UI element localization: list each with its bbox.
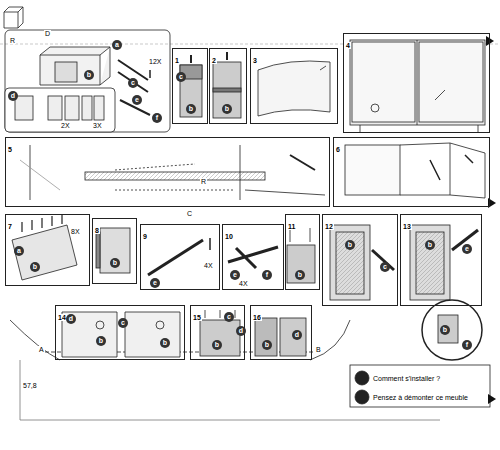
step-number: 3 (252, 57, 258, 64)
callout-letter: b (186, 104, 196, 114)
callout-letter: b (110, 258, 120, 268)
callout-letter: c (224, 312, 234, 322)
step-number: 1 (174, 57, 180, 64)
callout-letter: b (222, 104, 232, 114)
step-number: 5 (7, 146, 13, 153)
label: R (200, 178, 207, 185)
step-panel: 10 (222, 224, 284, 290)
step-panel: 14 (55, 305, 185, 360)
label: 8X (70, 228, 81, 235)
label: 3X (92, 122, 103, 129)
step-panel: 5 (5, 137, 330, 207)
callout-letter: c (380, 262, 390, 272)
step-panel: 12 (322, 214, 398, 306)
label: Pensez à démonter ce meuble (372, 394, 469, 401)
callout-letter: c (118, 318, 128, 328)
step-panel: 16 (250, 305, 312, 360)
callout-letter: f (462, 340, 472, 350)
callout-letter: b (212, 340, 222, 350)
step-number: 13 (402, 223, 412, 230)
step-number: 11 (287, 223, 296, 230)
callout-letter: b (30, 262, 40, 272)
step-panel: 3 (250, 48, 338, 124)
label: 12X (148, 58, 162, 65)
callout-letter: b (295, 270, 305, 280)
callout-letter: b (262, 340, 272, 350)
step-number: 4 (345, 42, 351, 49)
step-number: 6 (335, 146, 341, 153)
callout-letter: b (84, 70, 94, 80)
callout-letter: f (152, 113, 162, 123)
step-panel: 8 (92, 218, 137, 284)
step-number: 10 (224, 233, 234, 240)
label: B (315, 346, 322, 353)
callout-letter: b (160, 338, 170, 348)
step-number: 2 (211, 57, 217, 64)
callout-letter: b (96, 336, 106, 346)
callout-letter: b (440, 325, 450, 335)
label: 2X (60, 122, 71, 129)
callout-letter: e (462, 244, 472, 254)
step-panel: 6 (333, 137, 490, 207)
step-number: 8 (94, 227, 100, 234)
label: 4X (238, 280, 249, 287)
callout-letter: b (425, 240, 435, 250)
callout-letter: c (176, 72, 186, 82)
label: R (9, 37, 16, 44)
callout-letter: c (128, 78, 138, 88)
callout-letter: d (292, 330, 302, 340)
callout-letter: e (150, 278, 160, 288)
step-panel: 13 (400, 214, 482, 306)
label: Comment s'installer ? (372, 375, 441, 382)
callout-letter: d (8, 91, 18, 101)
callout-letter: d (236, 326, 246, 336)
step-number: 16 (252, 314, 262, 321)
label: 57,8 (22, 382, 38, 389)
label: 4X (203, 262, 214, 269)
step-number: 12 (324, 223, 334, 230)
step-number: 15 (192, 314, 202, 321)
callout-letter: b (345, 240, 355, 250)
label: C (186, 210, 193, 217)
callout-letter: a (14, 246, 24, 256)
callout-letter: a (112, 40, 122, 50)
step-number: 9 (142, 233, 148, 240)
step-panel: 4 (343, 33, 490, 133)
callout-letter: e (132, 95, 142, 105)
label: D (44, 30, 51, 37)
label: A (38, 346, 45, 353)
callout-letter: e (230, 270, 240, 280)
callout-letter: d (66, 314, 76, 324)
callout-letter: f (262, 270, 272, 280)
step-number: 7 (7, 223, 13, 230)
